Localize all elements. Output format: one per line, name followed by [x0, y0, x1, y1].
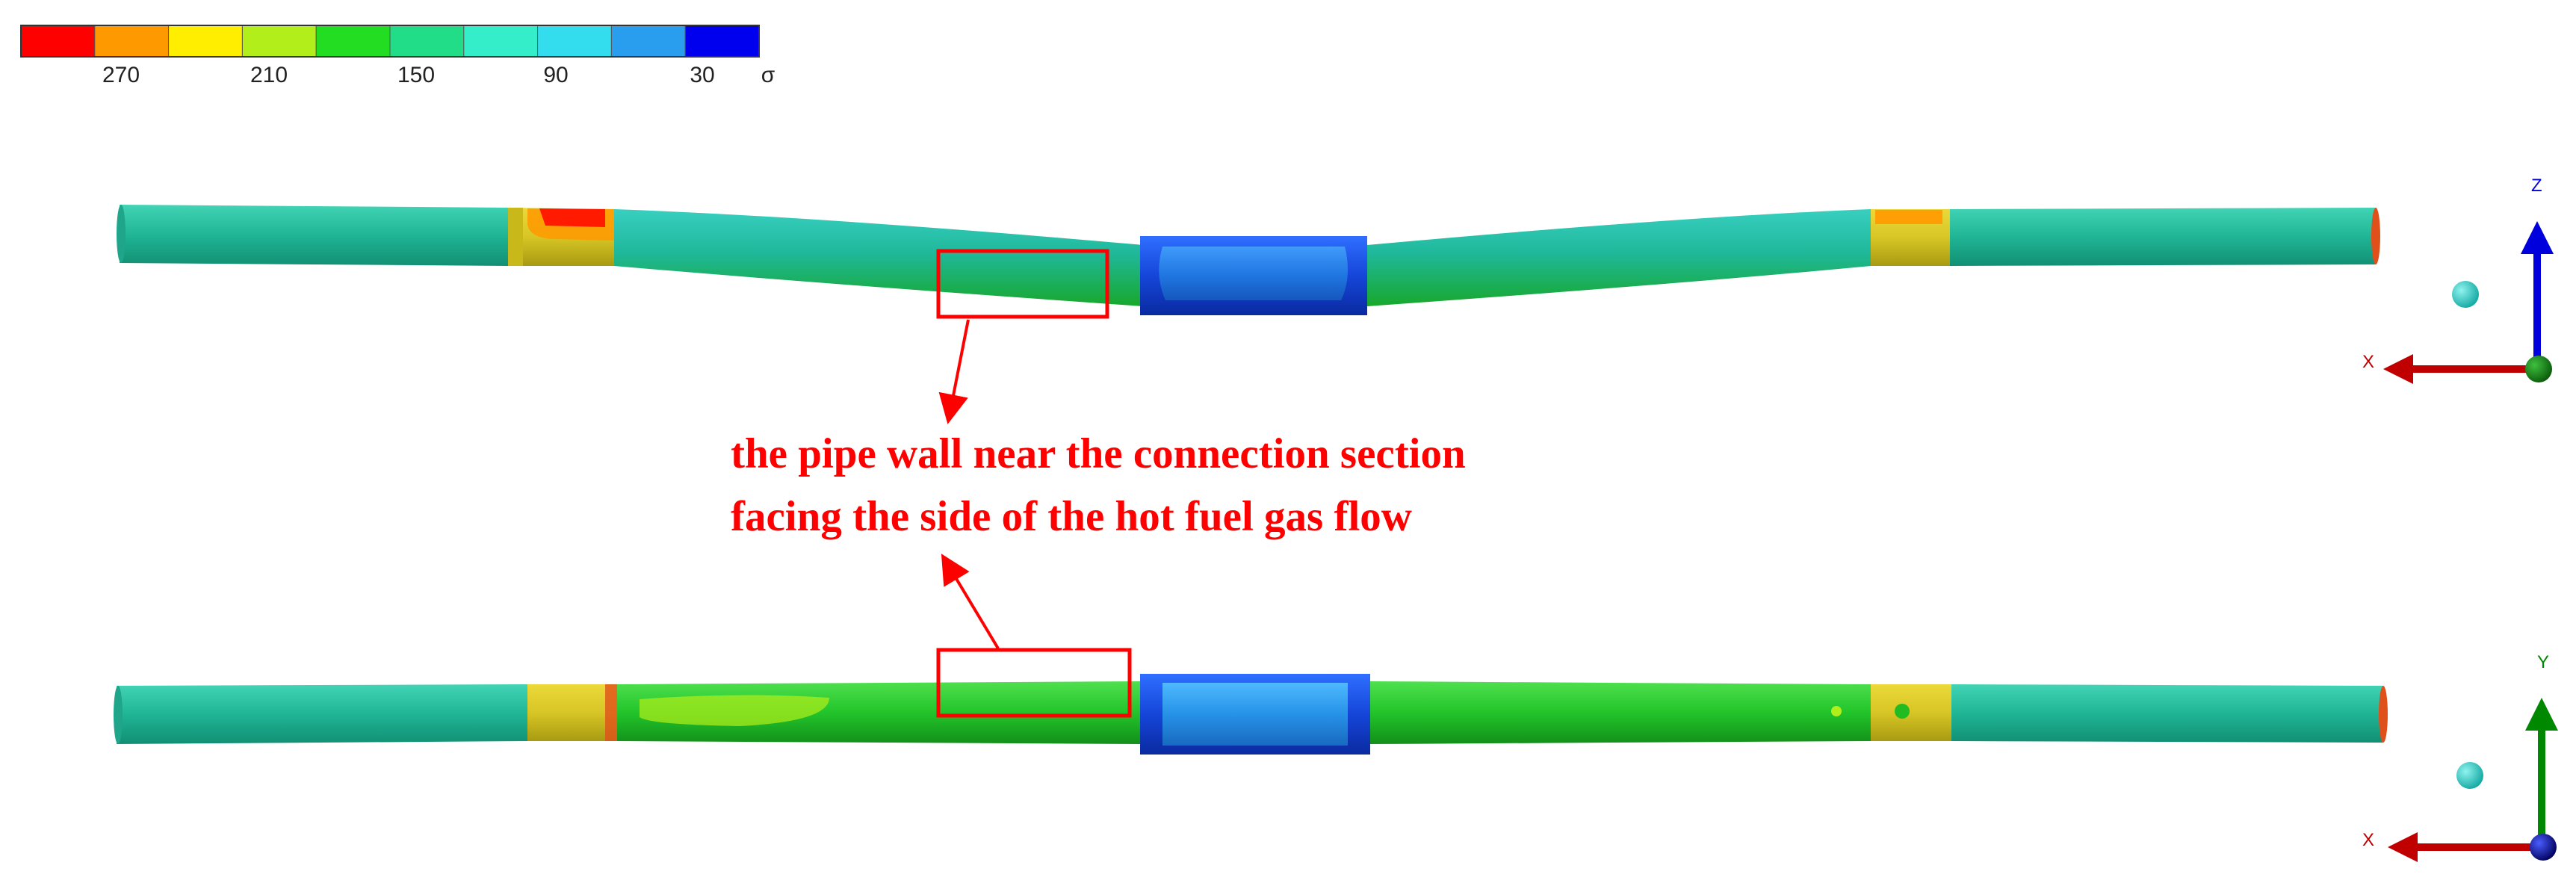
legend-tick-label: 270 [102, 63, 140, 87]
axis-triad-side-view: X Z [2362, 176, 2554, 384]
legend-symbol: σ [761, 63, 775, 87]
hot-spot-left [539, 208, 605, 227]
pipe-end-right [2371, 208, 2380, 264]
coupling-inner [1162, 683, 1348, 746]
legend-swatch [684, 25, 760, 58]
pipe-end-left [114, 686, 123, 744]
legend-swatch [537, 25, 612, 58]
axis-triad-top-view: X Y [2362, 652, 2558, 862]
joint-right [1871, 684, 1951, 741]
pipe-bend-right [1367, 209, 1871, 306]
legend-tick-label: 30 [690, 63, 714, 87]
origin-sphere [2530, 834, 2557, 861]
legend-swatch [463, 25, 539, 58]
axis-label-horizontal: X [2362, 352, 2374, 372]
pipe-end-left [117, 205, 126, 263]
stress-band [640, 695, 829, 726]
legend-swatch [610, 25, 686, 58]
top-view-pipe [114, 674, 2388, 755]
annotation-line-2: facing the side of the hot fuel gas flow [731, 493, 1412, 540]
legend-swatch [315, 25, 391, 58]
legend-swatch [20, 25, 96, 58]
origin-sphere [2525, 356, 2552, 382]
x-axis-arrow-icon [2388, 832, 2418, 862]
annotation-line-1: the pipe wall near the connection sectio… [731, 430, 1466, 477]
highlight-box-top-view [936, 648, 1132, 718]
x-axis-arrow-icon [2383, 354, 2413, 384]
side-view-pipe [117, 205, 2380, 315]
joint-left [527, 684, 617, 741]
stress-spot [1831, 706, 1842, 716]
pipe-bend-left [614, 209, 1143, 306]
annotation-group: the pipe wall near the connection sectio… [731, 249, 1466, 718]
y-axis-arrow-icon [2525, 698, 2558, 731]
joint-rim [605, 684, 617, 741]
legend-tick-label: 150 [397, 63, 435, 87]
axis-label-vertical: Y [2537, 652, 2549, 672]
joint-edge [508, 208, 523, 266]
highlight-box-side-view [936, 249, 1109, 319]
legend-swatch [389, 25, 465, 58]
annotation-arrow-down [938, 319, 970, 424]
legend-swatch [168, 25, 243, 58]
axis-label-vertical: Z [2531, 176, 2542, 196]
legend-tick-label: 90 [543, 63, 568, 87]
pipe-segment-right [1950, 208, 2376, 266]
view-sphere [2452, 281, 2479, 308]
pipe-segment-left [120, 205, 508, 266]
axis-label-horizontal: X [2362, 830, 2374, 850]
pipe-segment-right [1951, 684, 2383, 743]
coupling-inner [1159, 247, 1348, 300]
view-sphere [2456, 762, 2483, 789]
legend-swatches [20, 25, 760, 58]
pipe-segment-left [117, 684, 527, 744]
annotation-arrow-up [941, 554, 1000, 650]
hot-zone-right [1875, 210, 1942, 224]
pipe-end-right [2379, 686, 2388, 743]
color-legend: 270 210 150 90 30 σ [20, 25, 775, 87]
legend-frame [20, 25, 760, 58]
legend-tick-label: 210 [250, 63, 288, 87]
stress-spot [1895, 704, 1910, 719]
legend-swatch [241, 25, 317, 58]
z-axis-arrow-icon [2521, 221, 2554, 254]
legend-swatch [94, 25, 170, 58]
pipe-section-right [1370, 681, 1871, 744]
